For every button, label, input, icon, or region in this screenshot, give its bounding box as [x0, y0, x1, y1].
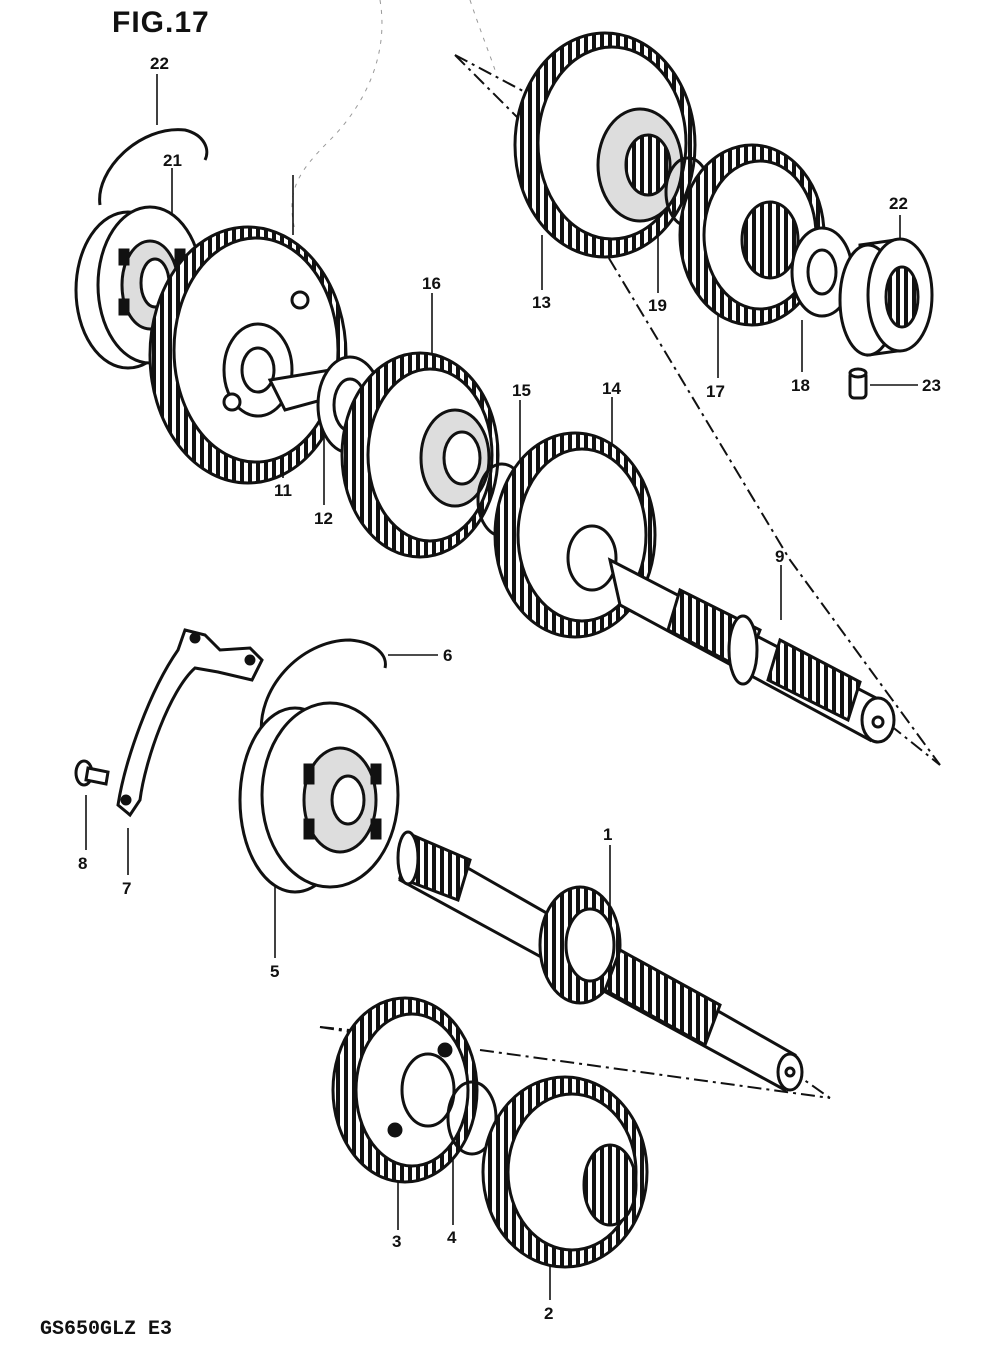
callout-9: 9 [775, 547, 785, 566]
callout-5: 5 [270, 962, 280, 981]
gear-16 [340, 351, 500, 559]
callout-7: 7 [122, 879, 132, 898]
callout-14: 14 [602, 379, 621, 398]
callout-15: 15 [512, 381, 531, 400]
callout-13: 13 [532, 293, 551, 312]
callout-2: 2 [544, 1304, 554, 1323]
callout-21: 22 [150, 54, 169, 73]
callout-23: 23 [922, 376, 941, 395]
callout-19: 19 [648, 296, 667, 315]
figure-title: FIG.17 [112, 6, 210, 39]
circlip-21 [98, 128, 209, 206]
callout-18: 18 [791, 376, 810, 395]
gear-17 [678, 143, 826, 327]
countershaft-9 [607, 557, 896, 744]
callout-8: 8 [78, 854, 88, 873]
driveshaft-1 [396, 830, 804, 1093]
callout-3: 3 [392, 1232, 402, 1251]
needle-bearing-22 [838, 237, 934, 357]
model-code: GS650GLZ E3 [40, 1318, 173, 1341]
callout-11: 11 [274, 481, 292, 500]
gear-3 [331, 996, 479, 1184]
screw-8 [74, 759, 110, 787]
callout-4: 4 [447, 1228, 457, 1247]
callout-6: 6 [443, 646, 453, 665]
pin-23 [848, 367, 868, 400]
callout-20: 21 [163, 151, 182, 170]
callout-17: 17 [706, 382, 725, 401]
gear-11 [148, 225, 348, 485]
callout-16: 16 [422, 274, 441, 293]
bearing-retainer-7 [116, 628, 264, 818]
bearing-5 [238, 701, 400, 894]
callout-22: 22 [889, 194, 908, 213]
background-sketch-lines [291, 0, 496, 231]
circlip-6 [259, 638, 387, 739]
gear-2 [481, 1075, 649, 1269]
callout-1: 1 [603, 825, 613, 844]
gear-13 [513, 31, 697, 259]
callout-12: 12 [314, 509, 333, 528]
washer-18 [790, 226, 854, 318]
